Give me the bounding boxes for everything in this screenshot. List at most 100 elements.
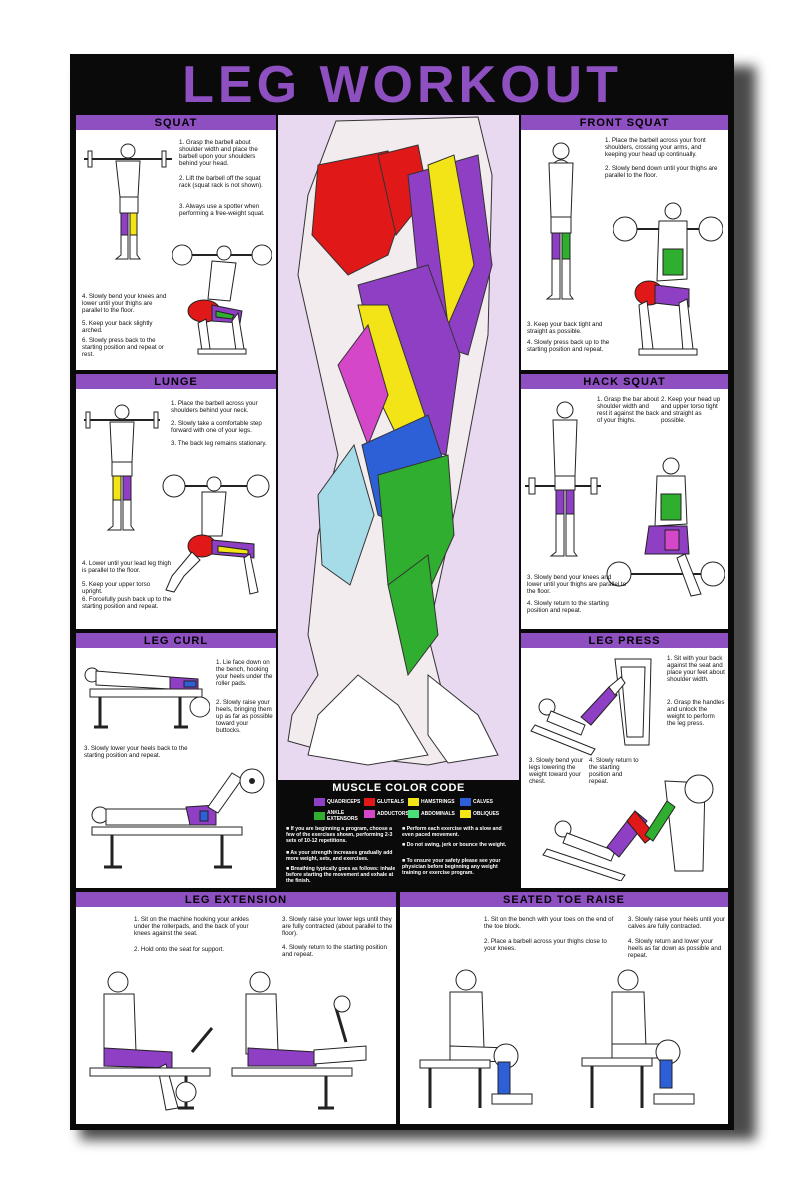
tip-no-swing: ■ Do not swing, jerk or bounce the weigh… — [402, 842, 507, 848]
leg-press-title: LEG PRESS — [521, 633, 728, 648]
tip-see-physician: ■ To ensure your safety please see your … — [402, 858, 501, 876]
lunge-panel: LUNGE 1. Place the barbell across your s… — [76, 374, 276, 629]
tip-text: To ensure your safety please see your ph… — [402, 858, 501, 876]
leg-press-step-3: 3. Slowly bend your legs lowering the we… — [529, 757, 583, 785]
legend-label: QUADRICEPS — [327, 799, 361, 805]
hack-squat-step-4: 4. Slowly return to the starting positio… — [527, 600, 609, 614]
front-squat-step-2: 2. Slowly bend down until your thighs ar… — [605, 165, 718, 179]
front-squat-title: FRONT SQUAT — [521, 115, 728, 130]
tip-text: Perform each exercise with a slow and ev… — [402, 826, 502, 838]
leg-anatomy-illustration — [287, 116, 499, 766]
squat-panel: SQUAT 1. Grasp the barbell about shoulde… — [76, 115, 276, 370]
swatch-calves — [460, 798, 471, 806]
leg-extension-step-1: 1. Sit on the machine hooking your ankle… — [134, 916, 249, 937]
lunge-figure-start — [84, 404, 160, 531]
front-squat-panel: FRONT SQUAT 1. Place the barbell across … — [521, 115, 728, 370]
swatch-quadriceps — [314, 798, 325, 806]
leg-press-panel: LEG PRESS 1. Sit with your back against … — [521, 633, 728, 888]
legend-label: ABDOMINALS — [421, 811, 455, 817]
leg-press-step-4: 4. Slowly return to the starting positio… — [589, 757, 639, 785]
poster: LEG WORKOUT SQUAT 1. Grasp the barbell a… — [70, 54, 734, 1130]
squat-figure-bottom — [172, 244, 272, 355]
tip-strength-increase: ■ As your strength increases gradually a… — [286, 850, 393, 862]
leg-curl-title: LEG CURL — [76, 633, 276, 648]
leg-extension-panel: LEG EXTENSION 1. Sit on the machine hook… — [76, 892, 396, 1124]
swatch-adductors — [364, 810, 375, 818]
leg-curl-figure-start — [84, 667, 210, 729]
legend-item-gluteals: GLUTEALS — [364, 798, 404, 806]
squat-step-4: 4. Slowly bend your knees and lower unti… — [82, 293, 167, 314]
legend-label: ANKLE EXTENSORS — [327, 810, 358, 822]
legend-label: CALVES — [473, 799, 493, 805]
squat-step-2: 2. Lift the barbell off the squat rack (… — [179, 175, 263, 189]
swatch-ankle-extensors — [314, 812, 325, 820]
leg-curl-figure-end — [91, 768, 265, 869]
lunge-step-5: 5. Keep your upper torso upright. — [82, 581, 151, 595]
squat-step-1: 1. Grasp the barbell about shoulder widt… — [179, 139, 258, 167]
seated-toe-raise-step-3: 3. Slowly raise your heels until your ca… — [628, 916, 725, 930]
leg-extension-step-3: 3. Slowly raise your lower legs until th… — [282, 916, 393, 937]
swatch-hamstrings — [408, 798, 419, 806]
seated-toe-raise-figure-end — [581, 969, 695, 1108]
legend-item-adductors: ADDUCTORS — [364, 810, 409, 818]
swatch-gluteals — [364, 798, 375, 806]
leg-extension-figure-end — [231, 971, 367, 1110]
legend-item-ankle-extensors: ANKLE EXTENSORS — [314, 810, 358, 822]
seated-toe-raise-step-2: 2. Place a barbell across your thighs cl… — [484, 938, 607, 952]
lunge-figure-bottom — [162, 474, 270, 595]
hack-squat-panel: HACK SQUAT 1. Grasp the bar about should… — [521, 374, 728, 629]
hack-squat-figure-start — [525, 401, 601, 557]
leg-press-step-1: 1. Sit with your back against the seat a… — [667, 655, 725, 683]
squat-figure-start — [84, 143, 172, 260]
leg-extension-title: LEG EXTENSION — [76, 892, 396, 907]
squat-step-6: 6. Slowly press back to the starting pos… — [82, 337, 164, 358]
swatch-abdominals — [408, 810, 419, 818]
tip-breathing: ■ Breathing typically goes as follows: i… — [286, 866, 396, 884]
muscle-color-legend: MUSCLE COLOR CODE QUADRICEPS GLUTEALS HA… — [278, 780, 519, 892]
swatch-obliques — [460, 810, 471, 818]
leg-extension-figure-start — [89, 971, 214, 1111]
front-squat-figure-start — [545, 142, 574, 300]
squat-step-5: 5. Keep your back slightly arched. — [82, 320, 153, 334]
leg-curl-step-3: 3. Slowly lower your heels back to the s… — [84, 745, 188, 759]
lunge-title: LUNGE — [76, 374, 276, 389]
leg-extension-step-2: 2. Hold onto the seat for support. — [134, 946, 225, 953]
tip-text: Do not swing, jerk or bounce the weight. — [406, 842, 507, 848]
lunge-step-2: 2. Slowly take a comfortable step forwar… — [171, 420, 262, 434]
anatomy-panel — [278, 115, 519, 780]
legend-title: MUSCLE COLOR CODE — [332, 782, 465, 794]
legend-label: ADDUCTORS — [377, 811, 409, 817]
leg-curl-panel: LEG CURL 1. Lie face down on the bench, … — [76, 633, 276, 888]
leg-extension-step-4: 4. Slowly return to the starting positio… — [282, 944, 387, 958]
tip-text: If you are beginning a program, choose a… — [286, 826, 393, 844]
leg-curl-step-2: 2. Slowly raise your heels, bringing the… — [216, 699, 273, 734]
leg-curl-step-1: 1. Lie face down on the bench, hooking y… — [216, 659, 273, 687]
tip-beginning-program: ■ If you are beginning a program, choose… — [286, 826, 393, 844]
legend-item-calves: CALVES — [460, 798, 493, 806]
hack-squat-title: HACK SQUAT — [521, 374, 728, 389]
legend-item-abdominals: ABDOMINALS — [408, 810, 455, 818]
front-squat-step-1: 1. Place the barbell across your front s… — [605, 137, 706, 158]
front-squat-figure-bottom — [613, 202, 723, 356]
legend-item-hamstrings: HAMSTRINGS — [408, 798, 455, 806]
seated-toe-raise-figure-start — [419, 969, 533, 1108]
legend-item-quadriceps: QUADRICEPS — [314, 798, 360, 806]
tip-text: As your strength increases gradually add… — [286, 850, 393, 862]
leg-press-figure-end — [542, 774, 714, 881]
legend-label: GLUTEALS — [377, 799, 404, 805]
seated-toe-raise-title: SEATED TOE RAISE — [400, 892, 728, 907]
lunge-step-1: 1. Place the barbell across your shoulde… — [171, 400, 258, 414]
legend-item-obliques: OBLIQUES — [460, 810, 499, 818]
squat-step-3: 3. Always use a spotter when performing … — [179, 203, 265, 217]
legend-label: OBLIQUES — [473, 811, 500, 817]
hack-squat-step-3: 3. Slowly bend your knees and lower unti… — [527, 574, 627, 595]
seated-toe-raise-step-1: 1. Sit on the bench with your toes on th… — [484, 916, 614, 930]
lunge-step-4: 4. Lower until your lead leg thigh is pa… — [82, 560, 172, 574]
legend-label: HAMSTRINGS — [421, 799, 455, 805]
hack-squat-step-1: 1. Grasp the bar about shoulder width an… — [597, 396, 659, 424]
seated-toe-raise-step-4: 4. Slowly return and lower your heels as… — [628, 938, 722, 959]
leg-press-step-2: 2. Grasp the handles and unlock the weig… — [667, 699, 725, 727]
front-squat-step-3: 3. Keep your back tight and straight as … — [527, 321, 603, 335]
hack-squat-figure-bottom — [606, 457, 725, 597]
squat-title: SQUAT — [76, 115, 276, 130]
